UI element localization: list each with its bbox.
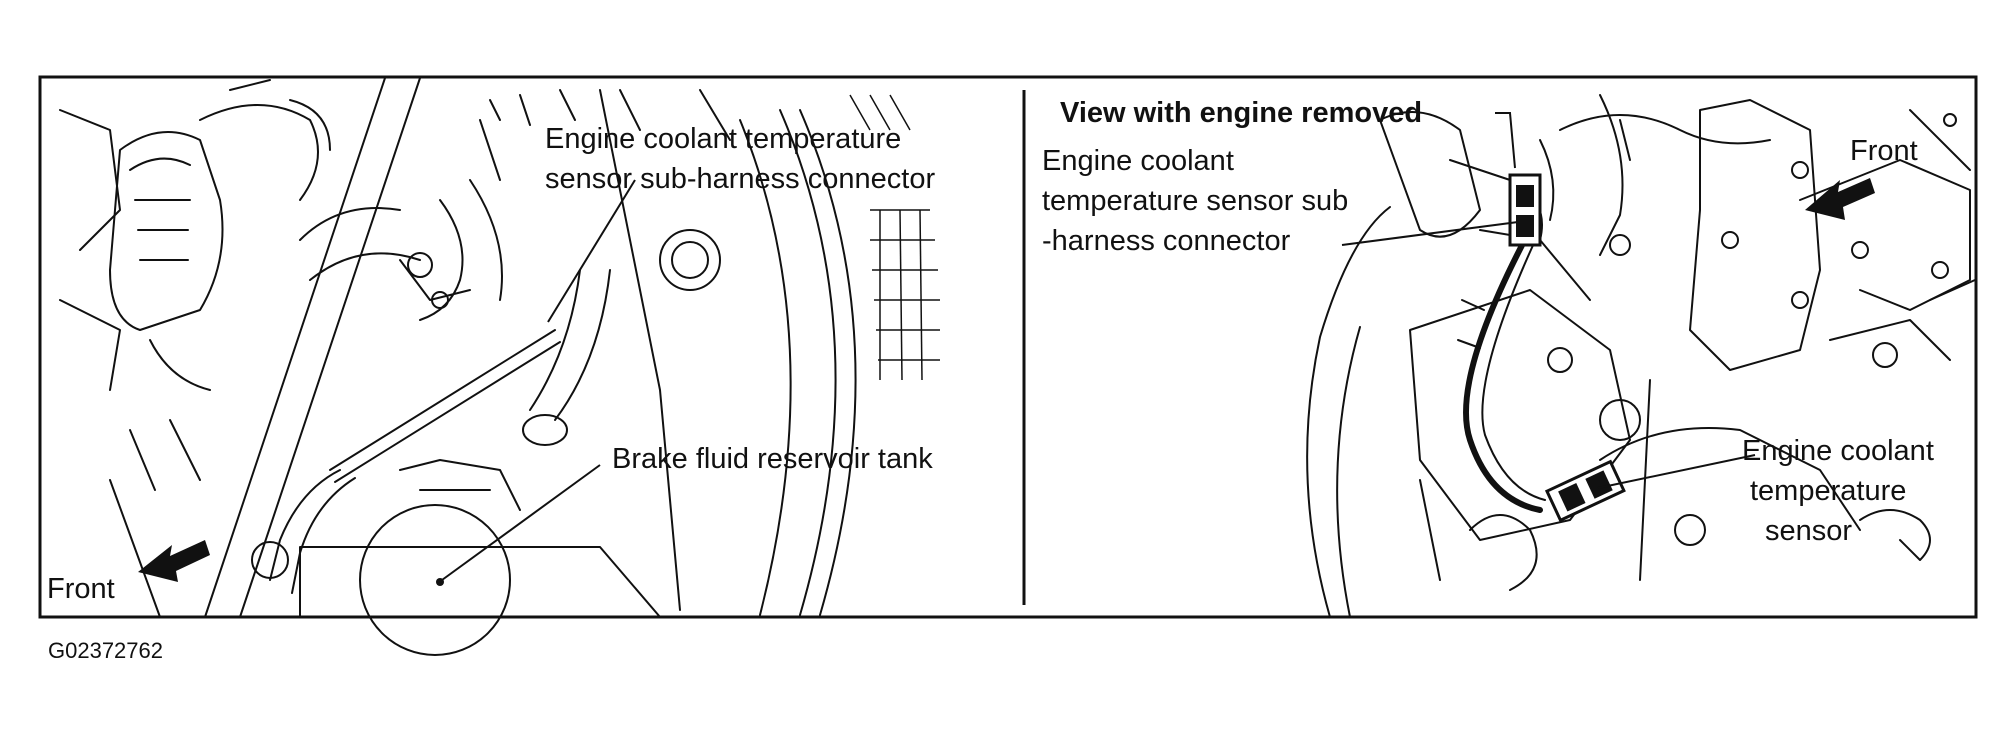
left-engine-bay-illustration bbox=[59, 77, 940, 656]
right-sensor-label-line1: Engine coolant bbox=[1742, 435, 1934, 467]
right-connector-label-line1: Engine coolant bbox=[1042, 145, 1234, 177]
left-front-label: Front bbox=[47, 573, 115, 605]
right-heading-leader bbox=[1495, 112, 1516, 169]
left-front-arrow-icon bbox=[138, 540, 210, 582]
left-connector-leader bbox=[547, 179, 636, 323]
right-sensor-label-line2: temperature bbox=[1750, 475, 1906, 507]
right-heading: View with engine removed bbox=[1060, 97, 1422, 129]
right-sensor-label-line3: sensor bbox=[1765, 515, 1852, 547]
left-reservoir-leader bbox=[441, 464, 601, 581]
right-engine-compartment-illustration bbox=[1306, 94, 1976, 618]
left-connector-label-line1: Engine coolant temperature bbox=[545, 123, 901, 155]
diagram-frame bbox=[38, 75, 1978, 619]
right-sensor-leader bbox=[1597, 454, 1756, 489]
right-front-arrow-icon bbox=[1805, 178, 1875, 220]
right-connector-label-line2: temperature sensor sub bbox=[1042, 185, 1348, 217]
right-connector-label-line3: -harness connector bbox=[1042, 225, 1291, 257]
left-connector-label-line2: sensor sub-harness connector bbox=[545, 163, 935, 195]
left-reservoir-label: Brake fluid reservoir tank bbox=[612, 443, 933, 475]
right-connector-leader bbox=[1341, 221, 1519, 246]
figure-code: G02372762 bbox=[48, 638, 163, 663]
right-front-label: Front bbox=[1850, 135, 1918, 167]
